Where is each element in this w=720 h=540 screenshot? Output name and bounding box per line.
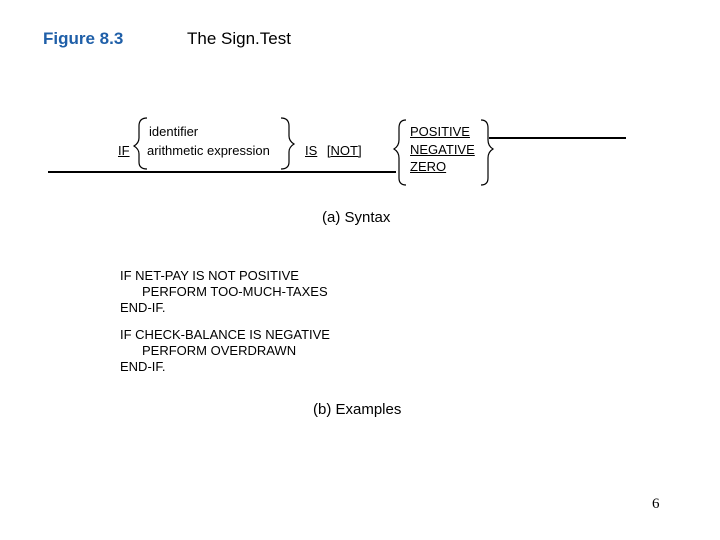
- sign-option-zero: ZERO: [410, 159, 447, 174]
- sign-option-positive: POSITIVE: [410, 124, 470, 139]
- right-brace-sign: [480, 119, 495, 186]
- syntax-keyword-if: IF: [118, 143, 130, 158]
- operand-option-identifier: identifier: [149, 124, 199, 139]
- figure-label: Figure 8.3: [43, 29, 124, 48]
- syntax-optional-not: [NOT]: [326, 143, 362, 158]
- sign-option-negative: NEGATIVE: [410, 142, 475, 157]
- example-2-line-2: PERFORM OVERDRAWN: [142, 343, 297, 358]
- page-number: 6: [652, 496, 660, 512]
- syntax-caption: (a) Syntax: [322, 209, 391, 226]
- figure-title: The Sign.Test: [187, 29, 291, 48]
- left-brace-sign: [392, 119, 407, 186]
- example-2-line-1: IF CHECK-BALANCE IS NEGATIVE: [120, 327, 330, 342]
- example-1-line-1: IF NET-PAY IS NOT POSITIVE: [120, 268, 299, 283]
- example-1-line-3: END-IF.: [120, 300, 166, 315]
- left-brace-operand: [132, 117, 148, 170]
- syntax-keyword-is: IS: [305, 143, 318, 158]
- right-brace-operand: [280, 117, 296, 170]
- example-2-line-3: END-IF.: [120, 359, 166, 374]
- operand-option-arithmetic-expression: arithmetic expression: [147, 143, 270, 158]
- example-2: IF CHECK-BALANCE IS NEGATIVE PERFORM OVE…: [120, 327, 330, 375]
- example-1: IF NET-PAY IS NOT POSITIVE PERFORM TOO-M…: [120, 268, 328, 316]
- example-1-line-2: PERFORM TOO-MUCH-TAXES: [142, 284, 328, 299]
- examples-caption: (b) Examples: [313, 401, 402, 418]
